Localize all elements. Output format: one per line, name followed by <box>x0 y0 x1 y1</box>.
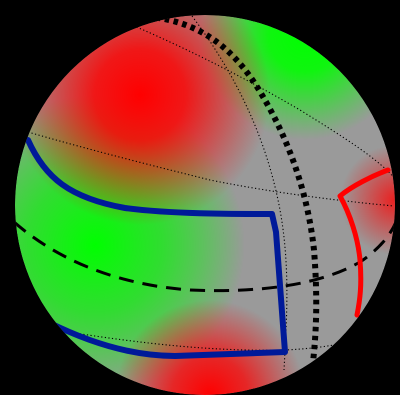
equator-dashed-curve <box>15 220 395 293</box>
grid-arc-upper <box>27 131 395 207</box>
red-region-right <box>15 15 395 395</box>
red-boundary-curve <box>337 167 391 318</box>
blue-boundary-curve <box>25 137 288 359</box>
grid-meridian-2 <box>119 19 395 181</box>
